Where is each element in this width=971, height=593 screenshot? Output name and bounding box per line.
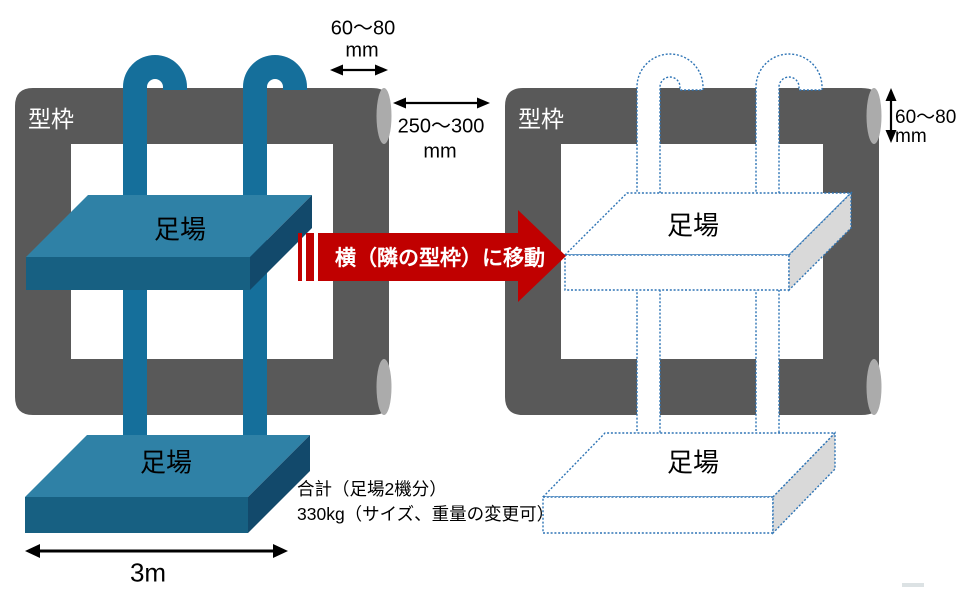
left-upper-scaffold-top-face: [26, 195, 312, 257]
dim-arrow-scaffold-width: [25, 544, 288, 558]
right-lower-scaffold-top-face: [541, 432, 837, 498]
right-ghost-hook-post-2: [755, 53, 823, 451]
watermark-smudge: [902, 583, 924, 587]
right-lower-scaffold-ghost: [541, 431, 837, 535]
dim-arrow-formwork-gap: [393, 97, 490, 109]
dim-formwork-gap-unit: mm: [423, 140, 457, 163]
left-upper-scaffold-front-face: [26, 257, 250, 290]
right-lower-scaffold-side-face: [772, 431, 836, 535]
left-upper-scaffold: [26, 195, 312, 290]
right-formwork-top-rail-endcap: [866, 88, 882, 144]
dim-arrow-rail-size: [885, 88, 897, 143]
left-lower-scaffold: [25, 435, 310, 533]
left-upper-scaffold-side-face: [250, 195, 312, 290]
right-lower-scaffold-front-face: [542, 496, 774, 534]
left-lower-scaffold-side-face: [248, 435, 310, 533]
right-ghost-hook-post-1: [636, 53, 704, 451]
right-upper-scaffold-ghost: [563, 191, 853, 292]
left-upper-scaffold-label: 足場: [153, 214, 207, 245]
left-formwork-frame: [15, 88, 389, 415]
dim-rail-size-value: 60〜80: [895, 107, 957, 128]
dim-hook-overhang-unit: mm: [345, 39, 379, 62]
total-weight-note-line2: 330kg（サイズ、重量の変更可）: [297, 504, 555, 524]
dim-hook-overhang-value: 60〜80: [330, 17, 396, 40]
left-hook-post-2: [243, 55, 307, 455]
move-arrow-body: [318, 233, 518, 281]
right-formwork-frame: [505, 88, 879, 415]
right-lower-scaffold-label: 足場: [666, 447, 720, 478]
right-upper-scaffold-side-face: [788, 191, 852, 292]
move-arrow-label: 横（隣の型枠）に移動: [335, 247, 545, 270]
right-upper-scaffold-front-face: [564, 254, 790, 291]
total-weight-note-line1: 合計（足場2機分）: [297, 479, 447, 499]
move-arrow-stripe-2: [306, 233, 314, 281]
dim-arrow-hook-overhang: [330, 64, 388, 76]
dim-formwork-gap-value: 250〜300: [397, 115, 485, 138]
move-arrow-head: [518, 210, 566, 302]
move-arrow-stripe-1: [298, 233, 302, 281]
move-arrow: [298, 210, 566, 302]
left-hook-post-1: [123, 55, 187, 455]
right-upper-scaffold-label: 足場: [666, 210, 720, 241]
dim-rail-size-unit: mm: [895, 126, 927, 147]
left-lower-scaffold-front-face: [25, 497, 248, 533]
left-formwork-top-rail-endcap: [376, 88, 392, 144]
dim-scaffold-width-label: 3m: [129, 557, 167, 588]
left-lower-scaffold-top-face: [25, 435, 310, 497]
right-formwork-bottom-rail-endcap: [866, 359, 882, 415]
left-formwork-label: 型枠: [28, 106, 74, 132]
left-lower-scaffold-label: 足場: [139, 447, 193, 478]
right-formwork-label: 型枠: [518, 106, 564, 132]
left-formwork-bottom-rail-endcap: [376, 359, 392, 415]
